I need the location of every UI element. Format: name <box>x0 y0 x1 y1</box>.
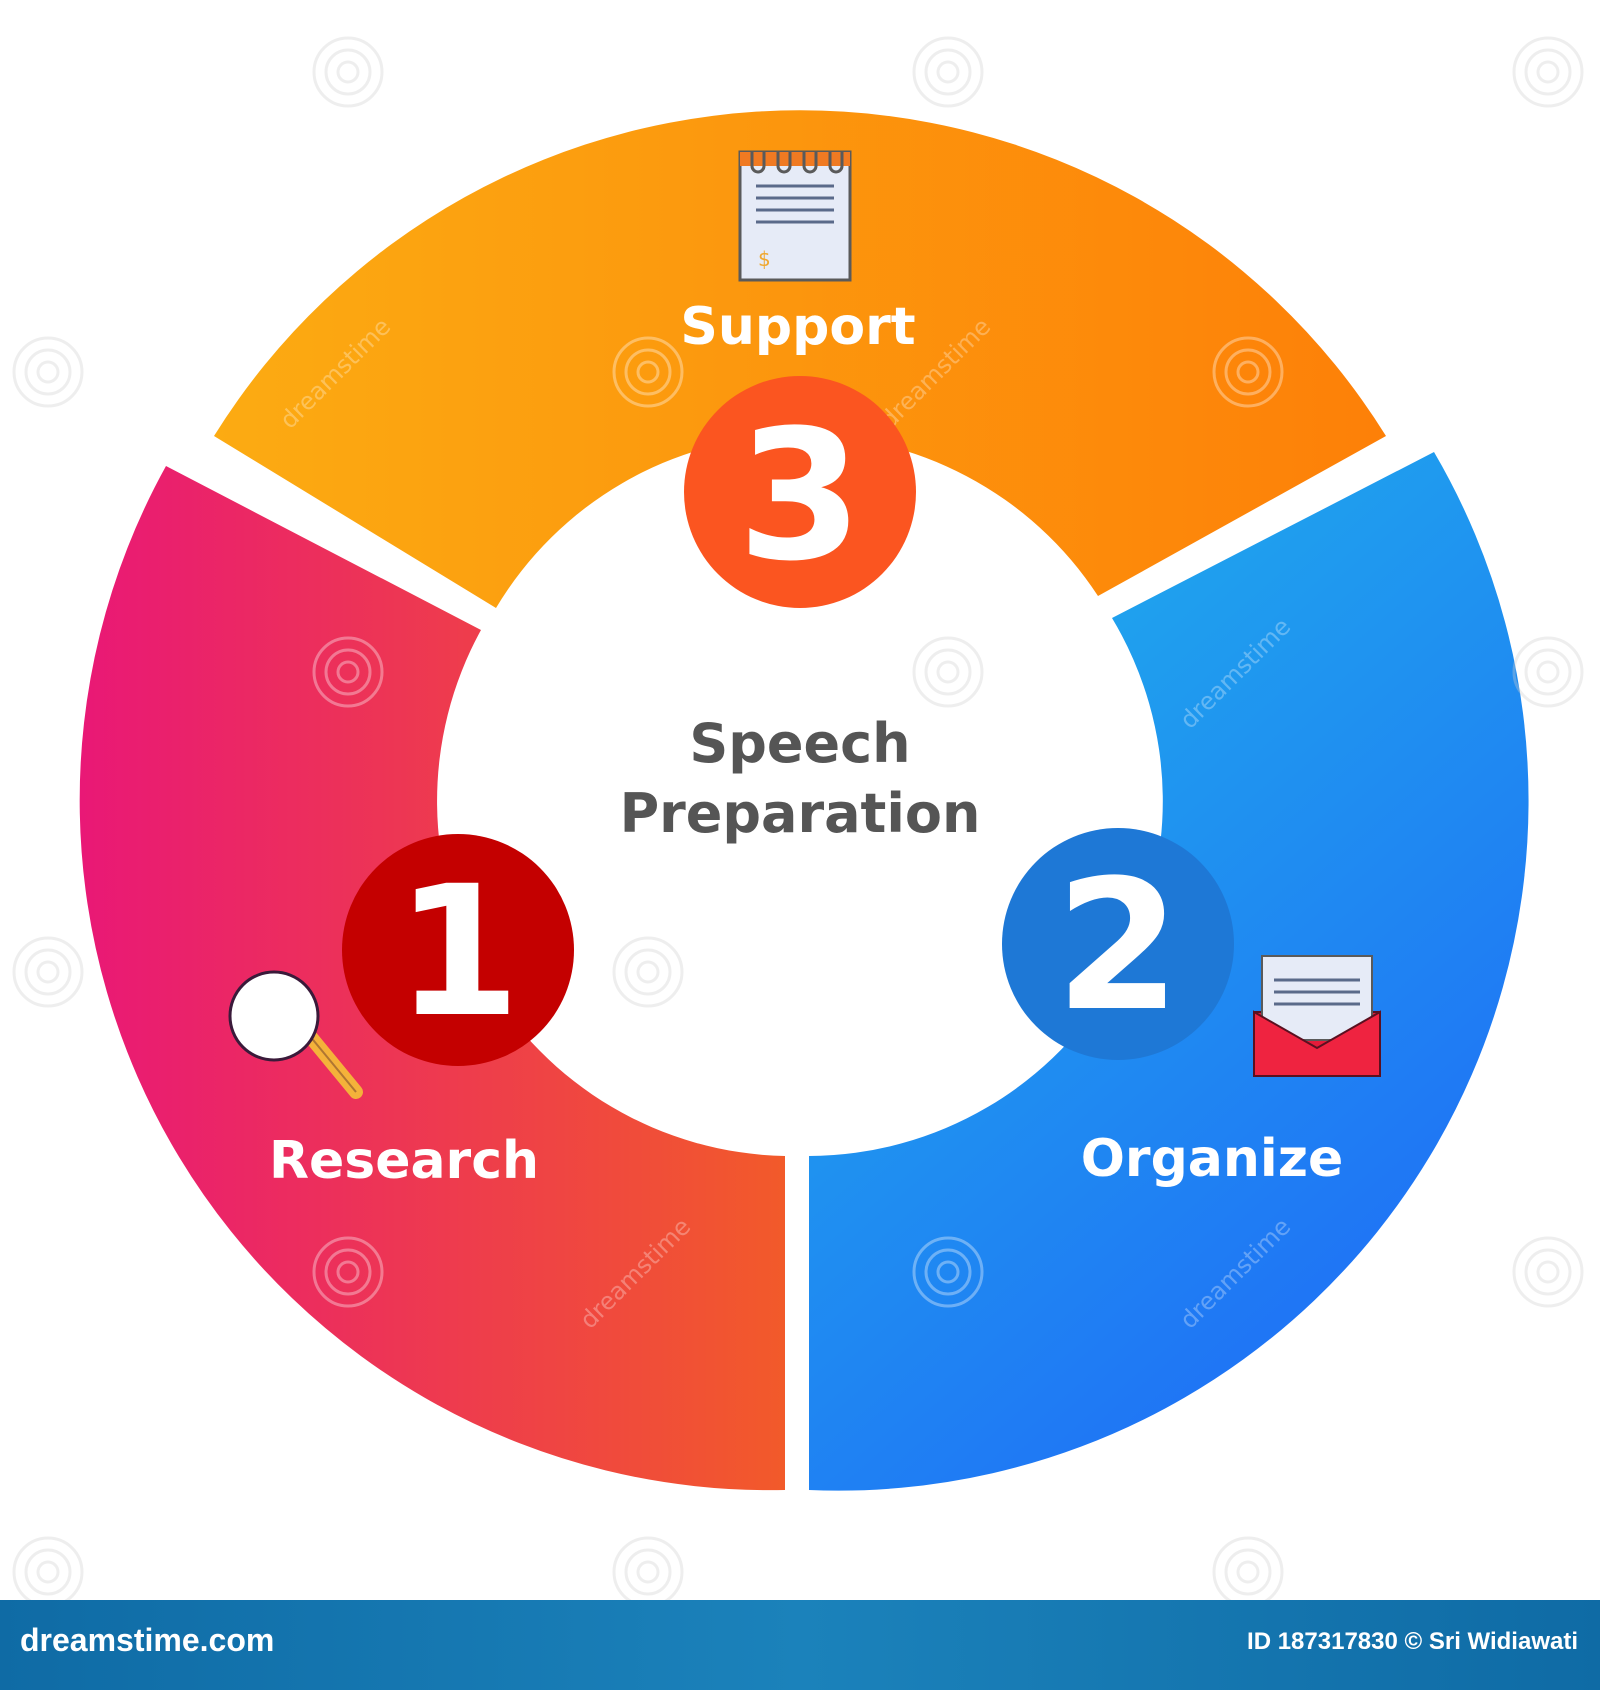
cycle-diagram: dreamstime dreamstime dreamstime dreamst… <box>12 36 1584 1600</box>
step-badge-1: 1 <box>342 834 574 1066</box>
label-research: Research <box>269 1131 539 1191</box>
label-support: Support <box>680 297 915 357</box>
step-number-3: 3 <box>737 392 862 601</box>
envelope-icon <box>1253 955 1381 1077</box>
magnifier-icon <box>228 970 363 1099</box>
center-title-line1: Speech <box>689 712 910 775</box>
step-badge-2: 2 <box>1002 828 1234 1060</box>
center-title-line2: Preparation <box>620 782 981 845</box>
segment-support <box>214 110 1386 608</box>
watermark-swirls <box>12 36 1584 1600</box>
footer-bar: dreamstime.com ID 187317830 © Sri Widiaw… <box>0 1600 1600 1690</box>
footer-credit: ID 187317830 © Sri Widiawati <box>1247 1628 1578 1655</box>
notepad-icon: $ <box>738 150 852 282</box>
footer-logo[interactable]: dreamstime.com <box>20 1622 275 1658</box>
step-number-1: 1 <box>395 848 520 1057</box>
step-number-2: 2 <box>1055 842 1180 1051</box>
svg-text:$: $ <box>758 247 771 271</box>
label-organize: Organize <box>1081 1129 1344 1189</box>
step-badge-3: 3 <box>684 376 916 608</box>
